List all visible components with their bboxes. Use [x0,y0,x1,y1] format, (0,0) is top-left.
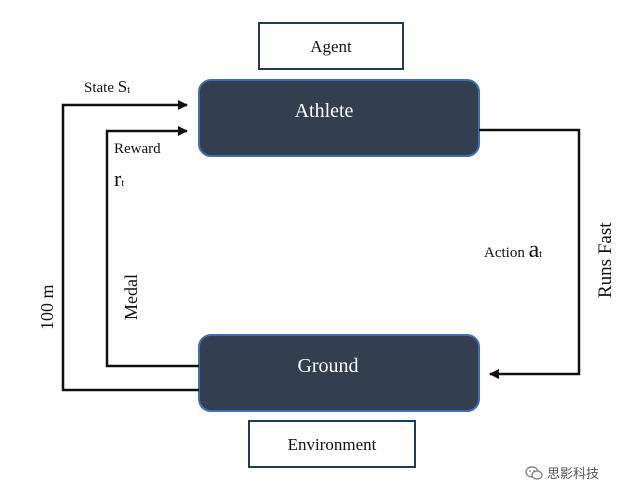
watermark-text: 思影科技 [547,467,600,482]
ground-box: Ground [198,334,480,412]
medal-label: Medal [121,274,141,320]
action-arrow [479,128,581,379]
watermark: 思影科技 [525,463,599,482]
environment-label-box: Environment [248,420,416,468]
agent-label: Agent [310,37,352,56]
runs-fast-label: Runs Fast [595,222,616,298]
wechat-icon [525,465,543,480]
athlete-label: Athlete [295,100,354,122]
environment-label: Environment [288,435,377,454]
ground-label: Ground [297,355,358,377]
state-label: State St [84,77,130,96]
agent-label-box: Agent [258,22,404,70]
state-arrow [61,100,199,392]
athlete-box: Athlete [198,79,480,157]
distance-label: 100 m [37,284,57,330]
reward-arrow [105,126,199,368]
reward-label: Reward [114,141,161,157]
reward-symbol: rt [114,166,124,191]
action-label: Action at [484,237,542,263]
